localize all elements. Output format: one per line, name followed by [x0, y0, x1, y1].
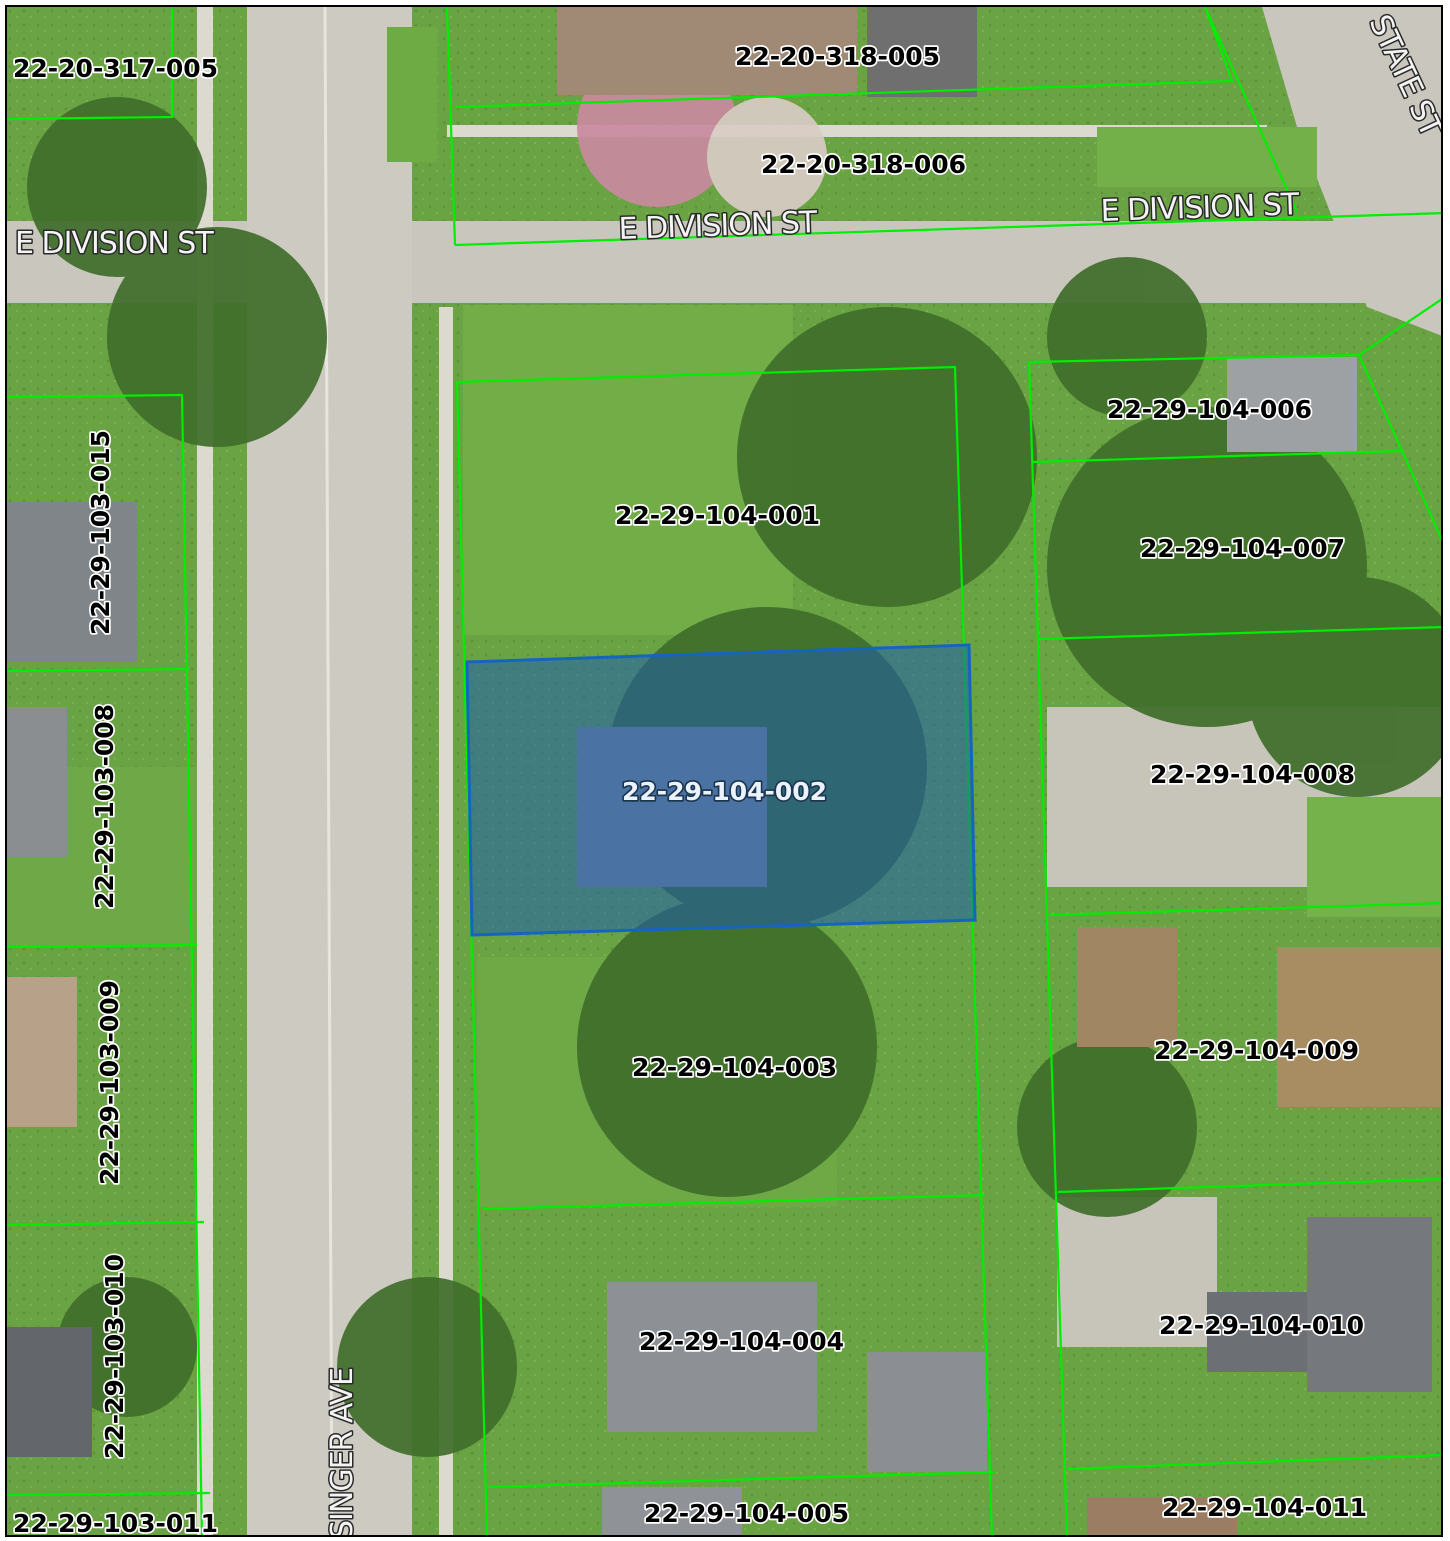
parcel-label: 22-20-318-005 — [735, 42, 940, 71]
roof — [7, 1327, 92, 1457]
parcel-label: 22-20-318-006 — [761, 150, 966, 179]
roof — [7, 707, 67, 857]
driveway-south — [1057, 1197, 1217, 1347]
roof — [1087, 1497, 1237, 1535]
roof — [1307, 1217, 1432, 1392]
parcel-label: 22-29-104-010 — [1159, 1311, 1364, 1340]
parcel-labels: 22-20-317-005 22-20-318-005 22-20-318-00… — [11, 40, 1368, 1537]
parcel-label: 22-29-103-011 — [13, 1509, 218, 1537]
buildings — [7, 7, 1441, 1535]
parcel-label: 22-29-103-009 — [95, 980, 124, 1185]
parcel-label: 22-20-317-005 — [13, 54, 218, 83]
roof — [1077, 927, 1177, 1047]
street-labels: E DIVISION ST E DIVISION ST E DIVISION S… — [14, 8, 1442, 1537]
parcel-label: 22-29-104-008 — [1150, 760, 1355, 789]
map-frame: E DIVISION ST E DIVISION ST E DIVISION S… — [5, 5, 1443, 1537]
roof — [1277, 947, 1441, 1107]
street-label-e-division-left: E DIVISION ST — [15, 226, 214, 261]
parcel-label: 22-29-103-015 — [86, 430, 115, 635]
roof — [1227, 357, 1357, 452]
parcel-label: 22-29-104-009 — [1154, 1036, 1359, 1065]
roof — [1207, 1292, 1307, 1372]
road-state-st — [1262, 7, 1441, 336]
roof — [602, 1487, 742, 1535]
aerial-parcel-map[interactable]: E DIVISION ST E DIVISION ST E DIVISION S… — [7, 7, 1443, 1537]
parcel-label: 22-29-104-001 — [615, 501, 820, 530]
parcel-label: 22-29-104-004 — [639, 1327, 844, 1356]
roof — [607, 1282, 817, 1432]
selected-parcel-label: 22-29-104-002 — [622, 777, 827, 806]
road-centerline — [323, 7, 334, 1535]
parcel-label: 22-29-104-011 — [1162, 1493, 1367, 1522]
parcel-boundaries — [7, 7, 1441, 1535]
roof — [867, 7, 977, 97]
parcel-label: 22-29-104-007 — [1140, 534, 1345, 563]
parcel-label: 22-29-104-005 — [644, 1499, 849, 1528]
parcel-label: 22-29-104-006 — [1107, 395, 1312, 424]
parcel-label: 22-29-103-008 — [90, 704, 119, 909]
roof — [7, 502, 137, 662]
street-label-e-division-mid: E DIVISION ST — [618, 205, 818, 247]
street-label-singer-ave: SINGER AVE — [325, 1368, 360, 1537]
sidewalk-east — [439, 307, 453, 1535]
parcel-label: 22-29-104-003 — [632, 1053, 837, 1082]
parcel-label: 22-29-103-010 — [100, 1254, 129, 1459]
street-label-e-division-right: E DIVISION ST — [1100, 187, 1300, 229]
roof — [7, 977, 77, 1127]
selected-parcel-highlight[interactable] — [465, 643, 977, 937]
roof — [557, 7, 857, 95]
roof — [867, 1352, 987, 1472]
